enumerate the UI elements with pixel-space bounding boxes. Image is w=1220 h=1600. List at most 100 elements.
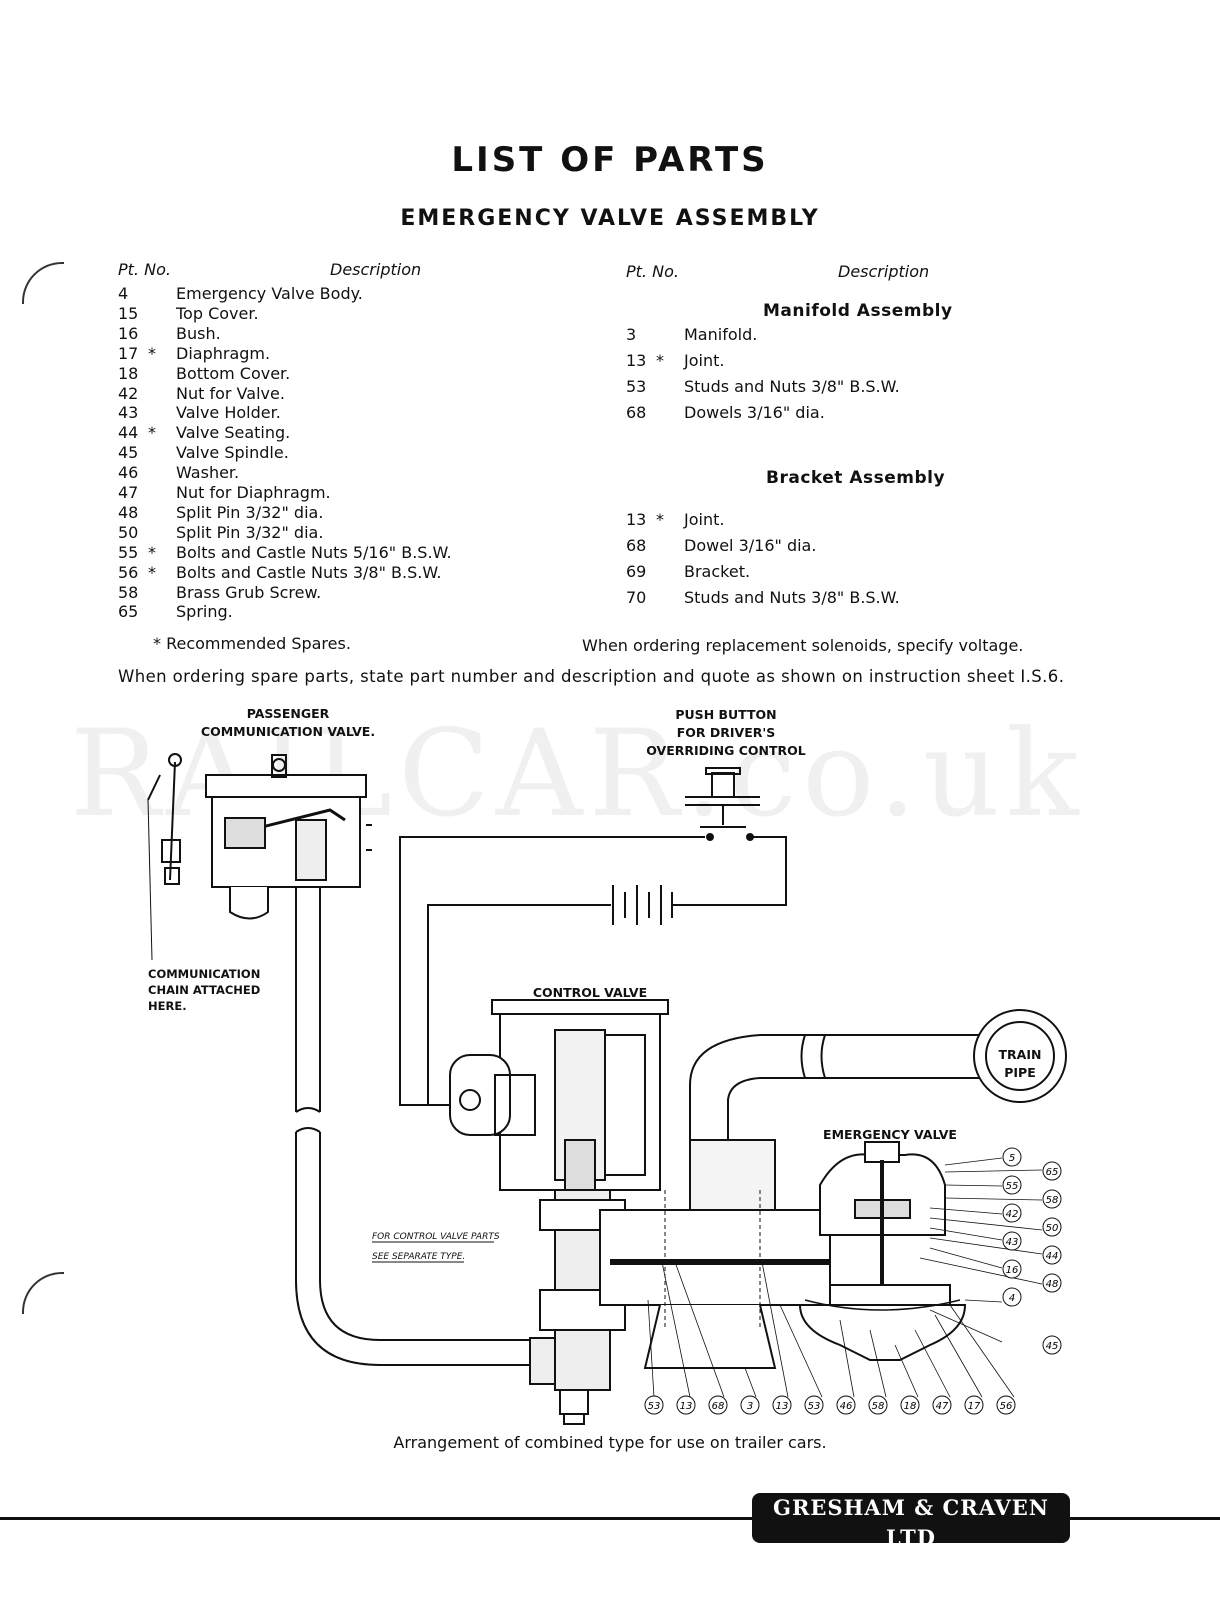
- part-description: Studs and Nuts 3/8" B.S.W.: [684, 588, 900, 607]
- part-callout: 48: [1042, 1273, 1062, 1293]
- spare-marker: *: [148, 562, 156, 582]
- ordering-note: When ordering spare parts, state part nu…: [118, 667, 1065, 686]
- svg-text:58: 58: [1046, 1195, 1059, 1206]
- part-callout: 3: [740, 1395, 760, 1415]
- part-callout: 56: [996, 1395, 1016, 1415]
- part-callout: 53: [644, 1395, 664, 1415]
- part-description: Manifold.: [684, 325, 758, 344]
- part-callout: 5: [1002, 1147, 1022, 1167]
- page-subtitle: EMERGENCY VALVE ASSEMBLY: [400, 206, 820, 231]
- part-callout: 16: [1002, 1259, 1022, 1279]
- left-col-header-no: Pt. No.: [118, 260, 171, 279]
- part-number: 42: [118, 383, 139, 403]
- part-number: 13: [626, 510, 647, 529]
- part-callout: 45: [1042, 1335, 1062, 1355]
- part-number: 58: [118, 582, 139, 602]
- part-number: 4: [118, 284, 129, 303]
- control-parts-note-line1: FOR CONTROL VALVE PARTS: [372, 1232, 500, 1242]
- bracket-assembly-heading: Bracket Assembly: [766, 468, 946, 488]
- svg-text:16: 16: [1006, 1265, 1019, 1276]
- part-callout: 43: [1002, 1231, 1022, 1251]
- part-description: Bracket.: [684, 562, 751, 581]
- push-button-drawing: [685, 767, 760, 828]
- gresham-craven-logo: GRESHAM & CRAVEN LTD ORDSALL LANE · SALF…: [752, 1493, 1070, 1569]
- part-callout: 17: [964, 1395, 984, 1415]
- spare-marker: *: [656, 351, 664, 370]
- control-valve-drawing: [449, 999, 669, 1391]
- part-callout: 13: [772, 1395, 792, 1415]
- train-pipe-drawing: [689, 1009, 1067, 1140]
- part-description: Joint.: [684, 510, 725, 529]
- label-chain-line3: HERE.: [148, 999, 187, 1013]
- part-number: 70: [626, 588, 647, 607]
- svg-text:42: 42: [1006, 1209, 1019, 1220]
- svg-text:46: 46: [840, 1401, 853, 1412]
- part-description: Nut for Diaphragm.: [176, 483, 331, 502]
- part-callout: 4: [1002, 1287, 1022, 1307]
- part-number: 18: [118, 363, 139, 383]
- part-callout: 18: [900, 1395, 920, 1415]
- label-train-line1: TRAIN: [998, 1047, 1042, 1062]
- part-number: 69: [626, 562, 647, 581]
- part-description: Split Pin 3/32" dia.: [176, 502, 324, 522]
- footer-rule: [0, 1517, 1220, 1520]
- right-col-header-desc: Description: [838, 262, 930, 281]
- control-parts-note-line2: SEE SEPARATE TYPE.: [372, 1252, 466, 1262]
- callout-leaders-right: [919, 1157, 1043, 1343]
- svg-text:53: 53: [808, 1401, 821, 1412]
- right-col-header-no: Pt. No.: [626, 262, 679, 281]
- part-callout: 47: [932, 1395, 952, 1415]
- part-description: Dowels 3/16" dia.: [684, 403, 825, 422]
- svg-text:65: 65: [1046, 1167, 1059, 1178]
- label-push-line1: PUSH BUTTON: [675, 707, 777, 722]
- page-title: LIST OF PARTS: [451, 140, 769, 180]
- part-callout: 53: [804, 1395, 824, 1415]
- part-description: Valve Seating.: [176, 423, 291, 443]
- spare-marker: *: [148, 343, 156, 363]
- left-col-header-desc: Description: [330, 260, 422, 279]
- part-description: Washer.: [176, 463, 240, 483]
- part-number: 46: [118, 463, 139, 483]
- part-number: 53: [626, 377, 647, 396]
- part-number: 16: [118, 323, 139, 343]
- part-number: 50: [118, 522, 139, 542]
- communication-valve-drawing: [147, 753, 372, 961]
- part-description: Nut for Valve.: [176, 383, 285, 403]
- svg-text:43: 43: [1006, 1237, 1019, 1248]
- part-number: 45: [118, 443, 139, 463]
- part-description: Valve Holder.: [176, 403, 281, 423]
- label-train-line2: PIPE: [1004, 1065, 1036, 1080]
- svg-text:18: 18: [904, 1401, 917, 1412]
- part-callout: 65: [1042, 1161, 1062, 1181]
- part-number: 68: [626, 403, 647, 422]
- part-number: 44: [118, 423, 139, 443]
- solenoid-note: When ordering replacement solenoids, spe…: [582, 636, 1024, 655]
- svg-text:47: 47: [936, 1401, 949, 1412]
- svg-text:68: 68: [712, 1401, 725, 1412]
- svg-text:55: 55: [1006, 1181, 1019, 1192]
- part-number: 15: [118, 303, 139, 323]
- part-callout: 68: [708, 1395, 728, 1415]
- label-pcv-line1: PASSENGER: [246, 706, 330, 721]
- svg-text:13: 13: [680, 1401, 693, 1412]
- part-description: Top Cover.: [176, 303, 259, 323]
- part-callout: 55: [1002, 1175, 1022, 1195]
- svg-text:13: 13: [776, 1401, 789, 1412]
- part-description: Brass Grub Screw.: [176, 582, 322, 602]
- part-description: Valve Spindle.: [176, 443, 289, 463]
- part-number: 55: [118, 542, 139, 562]
- manifold-drawing: [599, 1139, 831, 1369]
- svg-text:4: 4: [1009, 1293, 1015, 1304]
- figure-caption: Arrangement of combined type for use on …: [393, 1433, 827, 1452]
- recommended-spares-note: * Recommended Spares.: [153, 634, 351, 653]
- logo-tagline: ENGINEERS: [883, 1561, 939, 1569]
- label-emergency-valve: EMERGENCY VALVE: [823, 1127, 957, 1142]
- part-callout: 13: [676, 1395, 696, 1415]
- label-push-line3: OVERRIDING CONTROL: [646, 743, 806, 758]
- part-description: Bolts and Castle Nuts 5/16" B.S.W.: [176, 542, 452, 562]
- svg-text:48: 48: [1046, 1279, 1059, 1290]
